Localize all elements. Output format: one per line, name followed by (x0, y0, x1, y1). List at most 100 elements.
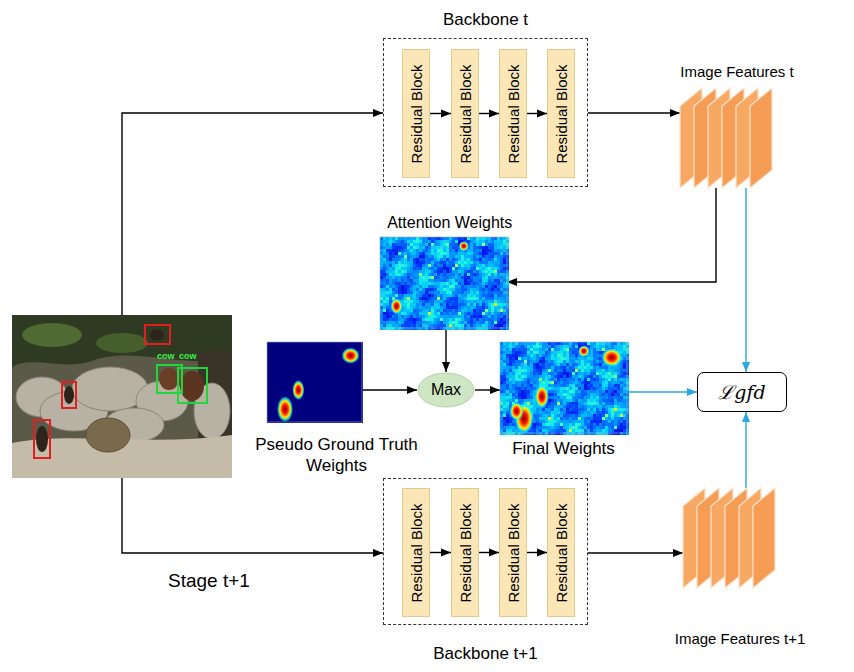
heat-cell (383, 303, 386, 306)
heat-cell (342, 363, 345, 366)
heat-cell (279, 342, 282, 345)
heat-cell (476, 315, 479, 318)
heat-cell (458, 303, 461, 306)
heat-cell (413, 321, 416, 324)
heat-cell (419, 255, 422, 258)
heat-cell (282, 384, 285, 387)
heat-cell (461, 264, 464, 267)
heat-cell (327, 345, 330, 348)
heat-cell (327, 348, 330, 351)
heat-cell (422, 303, 425, 306)
heat-cell (440, 273, 443, 276)
heat-cell (327, 363, 330, 366)
heat-cell (357, 384, 360, 387)
heat-cell (473, 258, 476, 261)
heat-cell (497, 264, 500, 267)
heat-cell (503, 255, 506, 258)
heat-cell (297, 372, 300, 375)
heat-cell (282, 375, 285, 378)
heat-cell (431, 306, 434, 309)
heat-cell (279, 351, 282, 354)
heat-cell (464, 324, 467, 327)
heat-cell (500, 261, 503, 264)
heat-cell (488, 327, 491, 330)
heat-cell (503, 324, 506, 327)
heat-cell (440, 276, 443, 279)
heat-cell (333, 390, 336, 393)
heat-cell (309, 387, 312, 390)
heat-cell (383, 255, 386, 258)
heat-cell (437, 279, 440, 282)
heat-cell (395, 246, 398, 249)
heat-cell (327, 372, 330, 375)
heat-cell (312, 381, 315, 384)
heat-cell (386, 294, 389, 297)
heat-cell (270, 357, 273, 360)
heat-cell (437, 300, 440, 303)
heat-cell (392, 258, 395, 261)
heat-cell (321, 366, 324, 369)
heat-cell (407, 276, 410, 279)
heat-cell (440, 285, 443, 288)
heat-cell (473, 252, 476, 255)
heat-cell (398, 315, 401, 318)
heat-cell (339, 345, 342, 348)
heat-cell (467, 264, 470, 267)
heat-cell (339, 366, 342, 369)
heat-cell (404, 249, 407, 252)
heat-cell (485, 309, 488, 312)
heat-cell (476, 255, 479, 258)
heat-cell (500, 291, 503, 294)
heat-cell (464, 237, 467, 240)
heat-cell (398, 282, 401, 285)
heat-cell (315, 345, 318, 348)
heat-cell (506, 276, 509, 279)
heat-cell (461, 267, 464, 270)
heat-cell (467, 300, 470, 303)
heat-cell (309, 393, 312, 396)
heat-cell (386, 255, 389, 258)
heat-cell (428, 264, 431, 267)
heat-cell (506, 249, 509, 252)
heat-cell (479, 327, 482, 330)
heat-cell (315, 366, 318, 369)
heat-cell (401, 282, 404, 285)
heat-cell (282, 381, 285, 384)
heat-cell (380, 270, 383, 273)
heat-cell (461, 276, 464, 279)
heat-cell (330, 393, 333, 396)
heat-cell (500, 270, 503, 273)
heat-cell (360, 372, 363, 375)
heat-cell (273, 366, 276, 369)
heat-cell (398, 318, 401, 321)
heat-cell (407, 312, 410, 315)
heat-cell (434, 324, 437, 327)
heat-cell (273, 375, 276, 378)
heat-cell (479, 318, 482, 321)
heat-cell (458, 279, 461, 282)
heat-cell (404, 312, 407, 315)
heat-cell (294, 360, 297, 363)
heat-cell (485, 261, 488, 264)
heat-cell (482, 237, 485, 240)
heat-cell (473, 291, 476, 294)
heat-cell (410, 243, 413, 246)
heat-cell (440, 309, 443, 312)
heat-cell (389, 291, 392, 294)
heat-cell (470, 315, 473, 318)
heat-cell (267, 345, 270, 348)
heat-cell (327, 375, 330, 378)
heat-cell (485, 318, 488, 321)
heat-cell (422, 279, 425, 282)
heat-cell (294, 354, 297, 357)
heat-cell (470, 252, 473, 255)
heat-cell (449, 270, 452, 273)
heat-cell (339, 390, 342, 393)
heat-cell (458, 306, 461, 309)
heat-cell (410, 246, 413, 249)
heat-cell (503, 282, 506, 285)
heat-cell (273, 369, 276, 372)
heat-cell (330, 345, 333, 348)
heat-cell (267, 378, 270, 381)
heat-cell (407, 288, 410, 291)
